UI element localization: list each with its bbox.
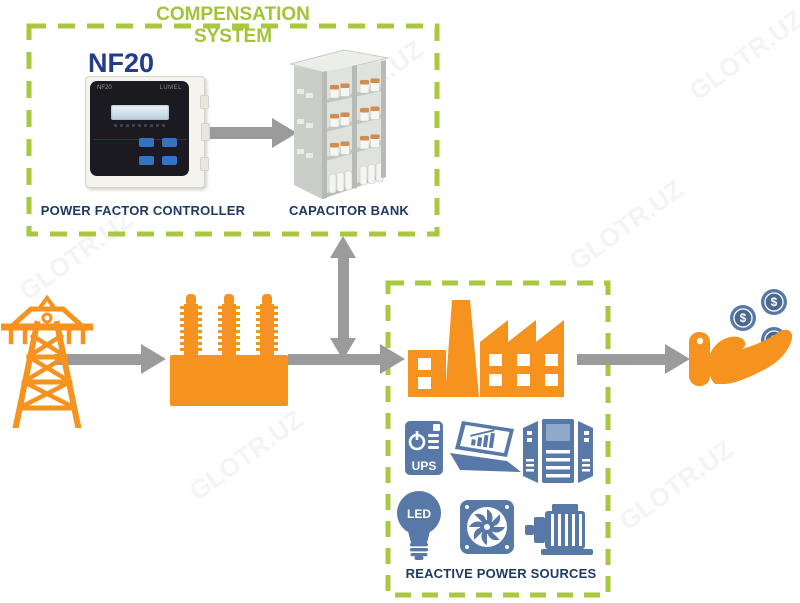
mounting-clip xyxy=(200,157,209,171)
power-factor-controller-caption: POWER FACTOR CONTROLLER xyxy=(40,203,246,218)
panel-brand-text: LUMEL xyxy=(159,85,182,91)
arrow-controller-to-capacitor-bank xyxy=(200,118,300,148)
watermark-text: GLOTR.UZ xyxy=(683,3,800,107)
reactive-power-sources-caption: REACTIVE POWER SOURCES xyxy=(405,566,597,581)
capacitor-bank-caption: CAPACITOR BANK xyxy=(288,203,410,218)
factory-icon xyxy=(408,300,564,397)
reactive-power-sources-box xyxy=(385,280,611,598)
arrow-tower-to-transformer xyxy=(55,344,166,374)
capacitor-bank-3d xyxy=(289,49,389,199)
hand-cuff xyxy=(689,332,710,386)
device-button xyxy=(139,138,154,147)
mounting-clip xyxy=(200,95,209,109)
led-bulb-icon: LED xyxy=(397,491,441,560)
watermark-text: GLOTR.UZ xyxy=(183,403,309,507)
svg-text:$: $ xyxy=(771,295,778,309)
hand-receiving-coins-icon: $ $ $ xyxy=(689,289,793,386)
watermark-text: GLOTR.UZ xyxy=(563,173,689,277)
cooling-fan-icon xyxy=(460,500,514,554)
lcd-secondary-row xyxy=(114,124,168,127)
compensation-system-box xyxy=(26,23,440,237)
device-button xyxy=(139,156,154,165)
dollar-coin: $ xyxy=(730,305,756,331)
electric-motor-icon xyxy=(525,504,593,555)
panel-model-text: NF20 xyxy=(97,85,112,91)
device-button xyxy=(162,138,177,147)
dollar-coin: $ xyxy=(761,289,787,315)
power-factor-controller-device: NF20 LUMEL xyxy=(85,76,210,188)
led-label: LED xyxy=(407,507,431,521)
controller-front-panel: NF20 LUMEL xyxy=(90,81,189,176)
ups-label: UPS xyxy=(412,459,437,473)
watermark-text: GLOTR.UZ xyxy=(613,433,739,537)
arrow-capacitor-bank-compensation xyxy=(330,236,356,360)
ups-icon: UPS xyxy=(405,421,443,475)
compensation-system-title: COMPENSATION SYSTEM xyxy=(156,4,310,47)
transformer-icon xyxy=(170,294,288,406)
transmission-tower-icon xyxy=(1,294,93,428)
server-towers-icon xyxy=(523,419,593,483)
svg-text:$: $ xyxy=(740,311,747,325)
arrow-factory-to-savings xyxy=(577,344,692,374)
lcd-display xyxy=(111,105,169,120)
controller-model-label: NF20 xyxy=(88,48,155,78)
device-button xyxy=(162,156,177,165)
open-palm xyxy=(708,329,793,384)
mounting-clip xyxy=(201,123,210,141)
laptop-icon xyxy=(450,421,521,472)
